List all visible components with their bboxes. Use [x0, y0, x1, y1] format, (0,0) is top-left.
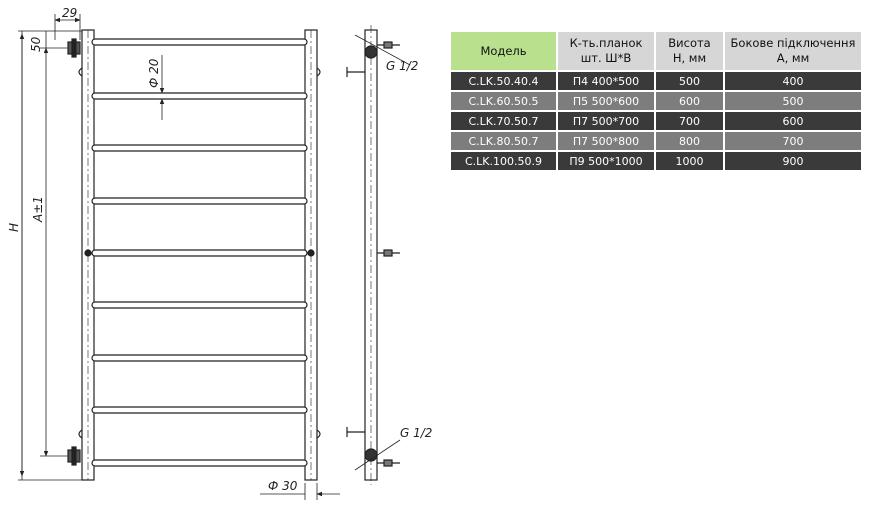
cell-height: 1000 — [656, 152, 723, 170]
cell-height: 500 — [656, 72, 723, 90]
cell-rungs: П7 500*800 — [558, 132, 654, 150]
cell-model: C.LK.70.50.7 — [451, 112, 556, 130]
rung — [91, 354, 308, 362]
table-header-row: Модель К-ть.планок шт. Ш*В Висота Н, мм … — [451, 32, 861, 70]
model-spec-table: Модель К-ть.планок шт. Ш*В Висота Н, мм … — [449, 30, 863, 172]
header-rungs: К-ть.планок шт. Ш*В — [558, 32, 654, 70]
cell-height: 800 — [656, 132, 723, 150]
rung — [91, 38, 308, 46]
rung — [91, 301, 308, 309]
rung — [91, 406, 308, 414]
cell-connection: 400 — [725, 72, 861, 90]
dim-side-offset: 29 — [62, 6, 77, 20]
dim-thread-top: G 1/2 — [386, 59, 418, 73]
rung — [91, 197, 308, 205]
dim-height-total: H — [7, 223, 21, 232]
towel-rail-technical-drawing: 29 50 H A±1 Ф 20 Ф 30 G 1/2 G 1/2 — [7, 6, 432, 500]
dim-pipe-dia: Ф 30 — [268, 479, 298, 493]
front-view — [40, 29, 321, 481]
cell-connection: 700 — [725, 132, 861, 150]
rung — [91, 459, 308, 467]
dim-top-offset: 50 — [29, 36, 43, 52]
dim-tube-dia: Ф 20 — [147, 58, 161, 88]
table-row: C.LK.50.40.4 П4 400*500 500 400 — [451, 72, 861, 90]
rung — [91, 92, 308, 100]
rung — [91, 144, 308, 152]
cell-connection: 600 — [725, 112, 861, 130]
rung-set — [91, 38, 308, 467]
cell-rungs: П4 400*500 — [558, 72, 654, 90]
cell-model: C.LK.80.50.7 — [451, 132, 556, 150]
table-row: C.LK.100.50.9 П9 500*1000 1000 900 — [451, 152, 861, 170]
side-view — [346, 25, 411, 485]
cell-height: 600 — [656, 92, 723, 110]
cell-rungs: П5 500*600 — [558, 92, 654, 110]
cell-connection: 500 — [725, 92, 861, 110]
cell-rungs: П7 500*700 — [558, 112, 654, 130]
table-row: C.LK.80.50.7 П7 500*800 800 700 — [451, 132, 861, 150]
header-height: Висота Н, мм — [656, 32, 723, 70]
cell-connection: 900 — [725, 152, 861, 170]
dim-height-axis: A±1 — [31, 196, 45, 223]
cell-height: 700 — [656, 112, 723, 130]
header-model: Модель — [451, 32, 556, 70]
cell-rungs: П9 500*1000 — [558, 152, 654, 170]
cell-model: C.LK.100.50.9 — [451, 152, 556, 170]
dim-thread-bottom: G 1/2 — [400, 426, 432, 440]
cell-model: C.LK.50.40.4 — [451, 72, 556, 90]
header-connection: Бокове підключення А, мм — [725, 32, 861, 70]
cell-model: C.LK.60.50.5 — [451, 92, 556, 110]
rung — [91, 249, 308, 257]
dimension-lines — [18, 14, 340, 500]
table-row: C.LK.70.50.7 П7 500*700 700 600 — [451, 112, 861, 130]
table-row: C.LK.60.50.5 П5 500*600 600 500 — [451, 92, 861, 110]
